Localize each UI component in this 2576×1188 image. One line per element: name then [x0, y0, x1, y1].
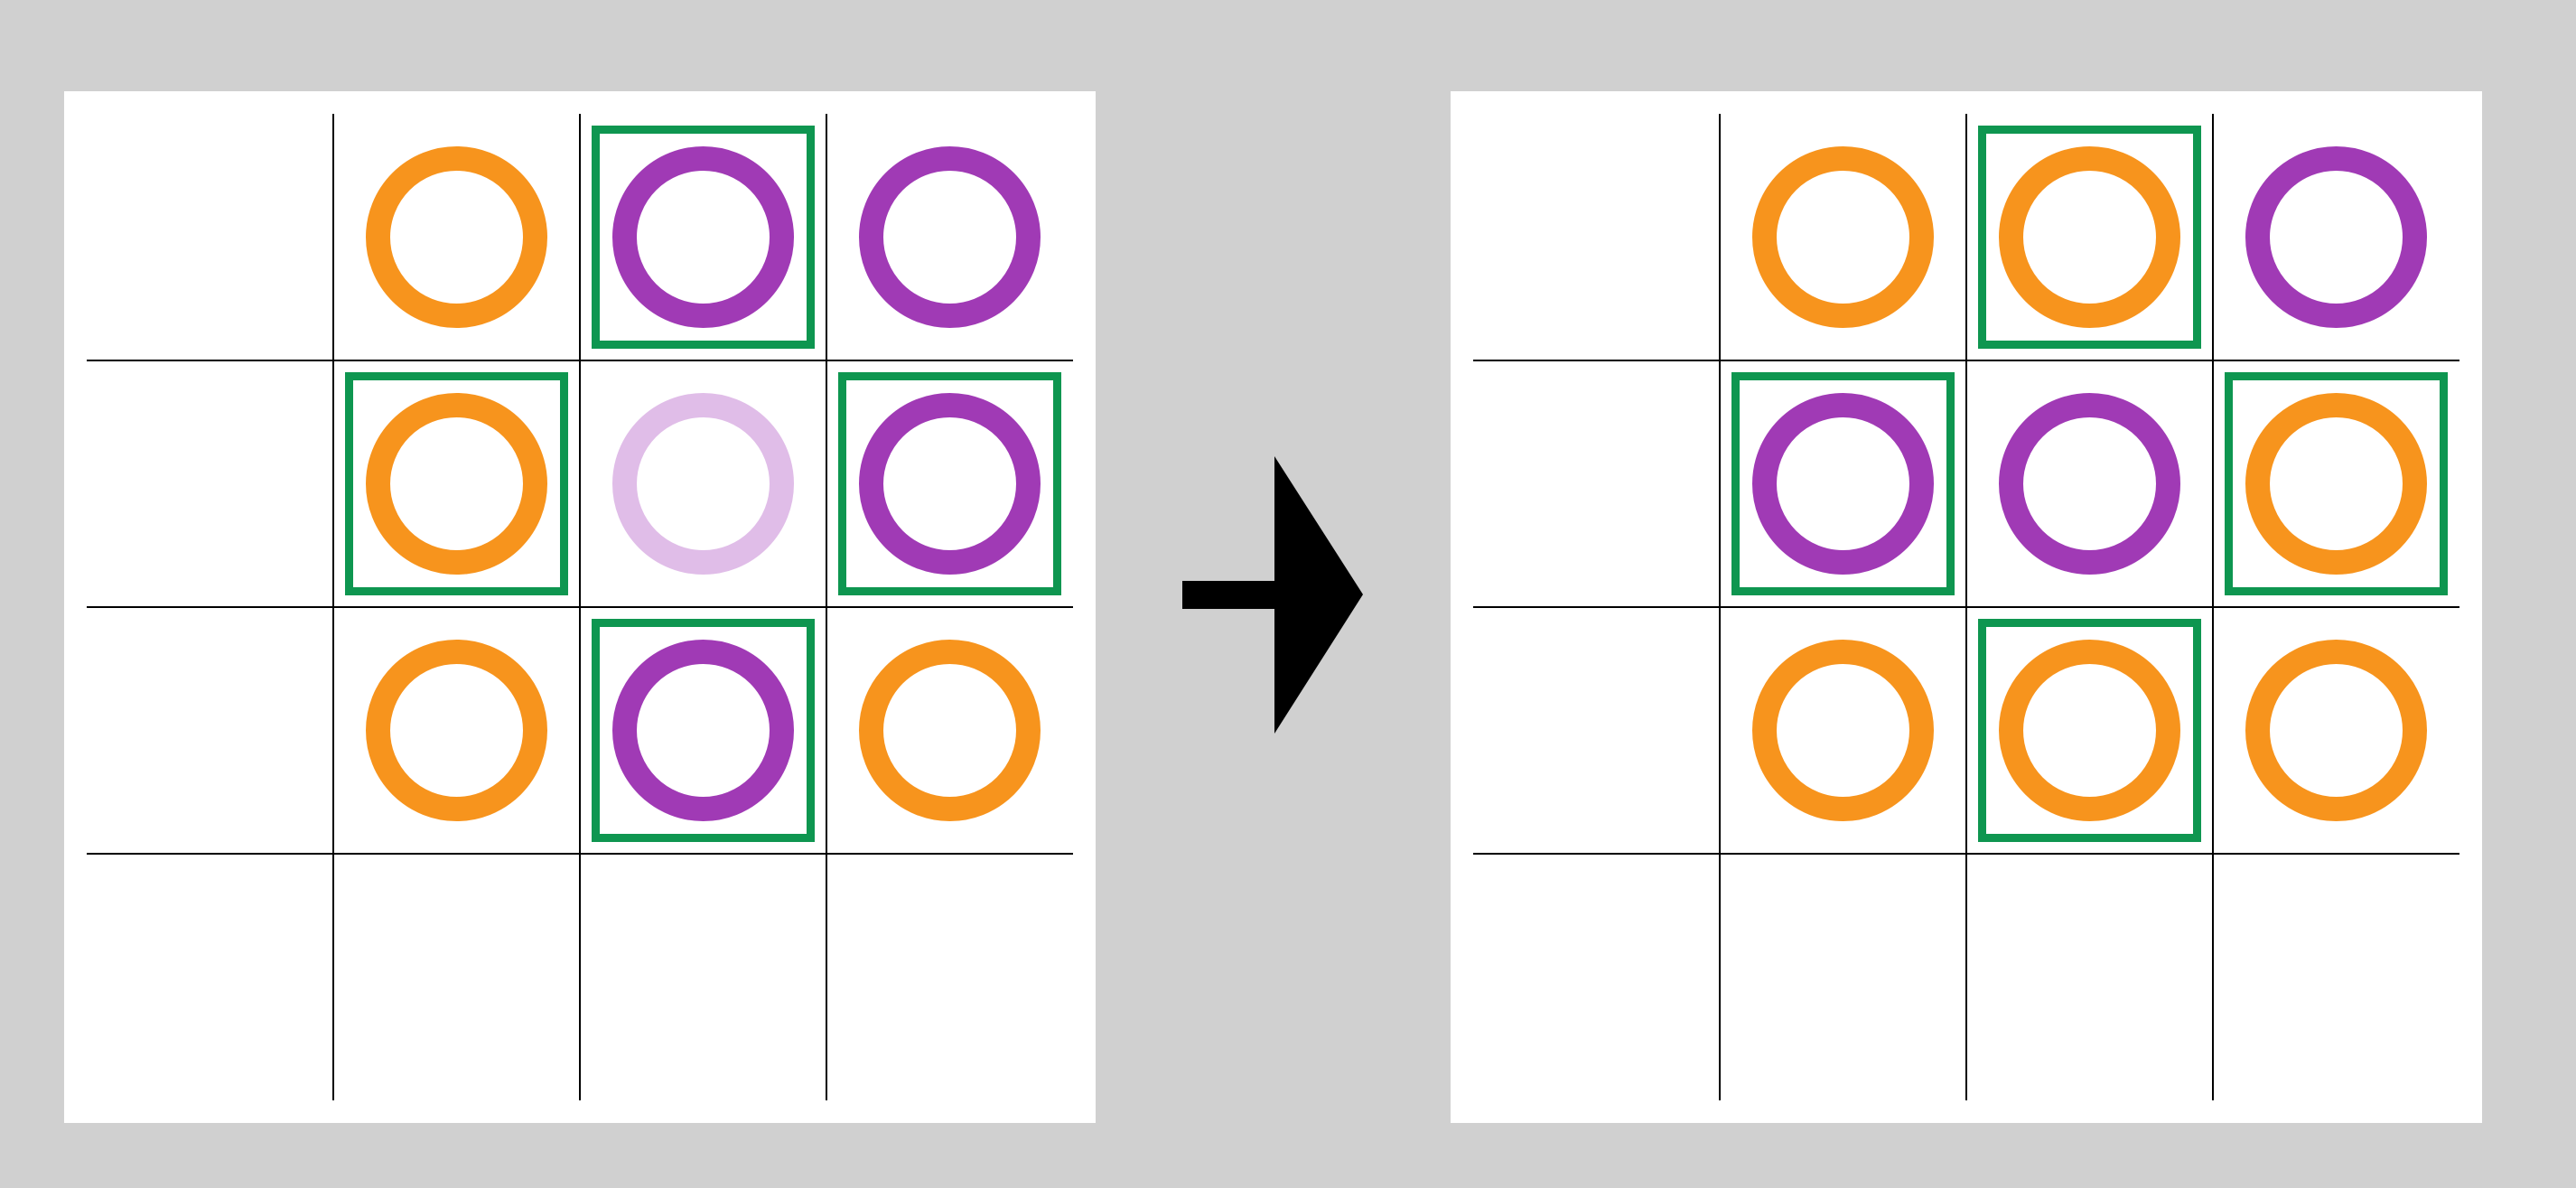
purple-ring [612, 640, 794, 821]
purple-ring [2245, 146, 2427, 328]
before-panel [64, 91, 1096, 1123]
orange-ring [2245, 640, 2427, 821]
purple-ring [1752, 393, 1934, 575]
arrow-shaft [1182, 581, 1282, 609]
orange-ring [1752, 640, 1934, 821]
orange-ring [859, 640, 1041, 821]
orange-ring [2245, 393, 2427, 575]
purple-ring [612, 146, 794, 328]
orange-ring [1999, 146, 2180, 328]
highlight-box [592, 619, 815, 842]
orange-ring [1752, 146, 1934, 328]
orange-ring [366, 146, 547, 328]
purple-ring [859, 146, 1041, 328]
highlight-box [1731, 372, 1955, 595]
orange-ring [1999, 640, 2180, 821]
highlight-box [1978, 126, 2201, 349]
highlight-box [592, 126, 815, 349]
purple-ring [1999, 393, 2180, 575]
arrow-head [1274, 456, 1363, 734]
highlight-box [2225, 372, 2448, 595]
after-panel [1451, 91, 2482, 1123]
faded-purple-ring [612, 393, 794, 575]
purple-ring [859, 393, 1041, 575]
right-arrow-icon [1182, 456, 1363, 734]
highlight-box [838, 372, 1061, 595]
orange-ring [366, 393, 547, 575]
highlight-box [1978, 619, 2201, 842]
orange-ring [366, 640, 547, 821]
highlight-box [345, 372, 568, 595]
